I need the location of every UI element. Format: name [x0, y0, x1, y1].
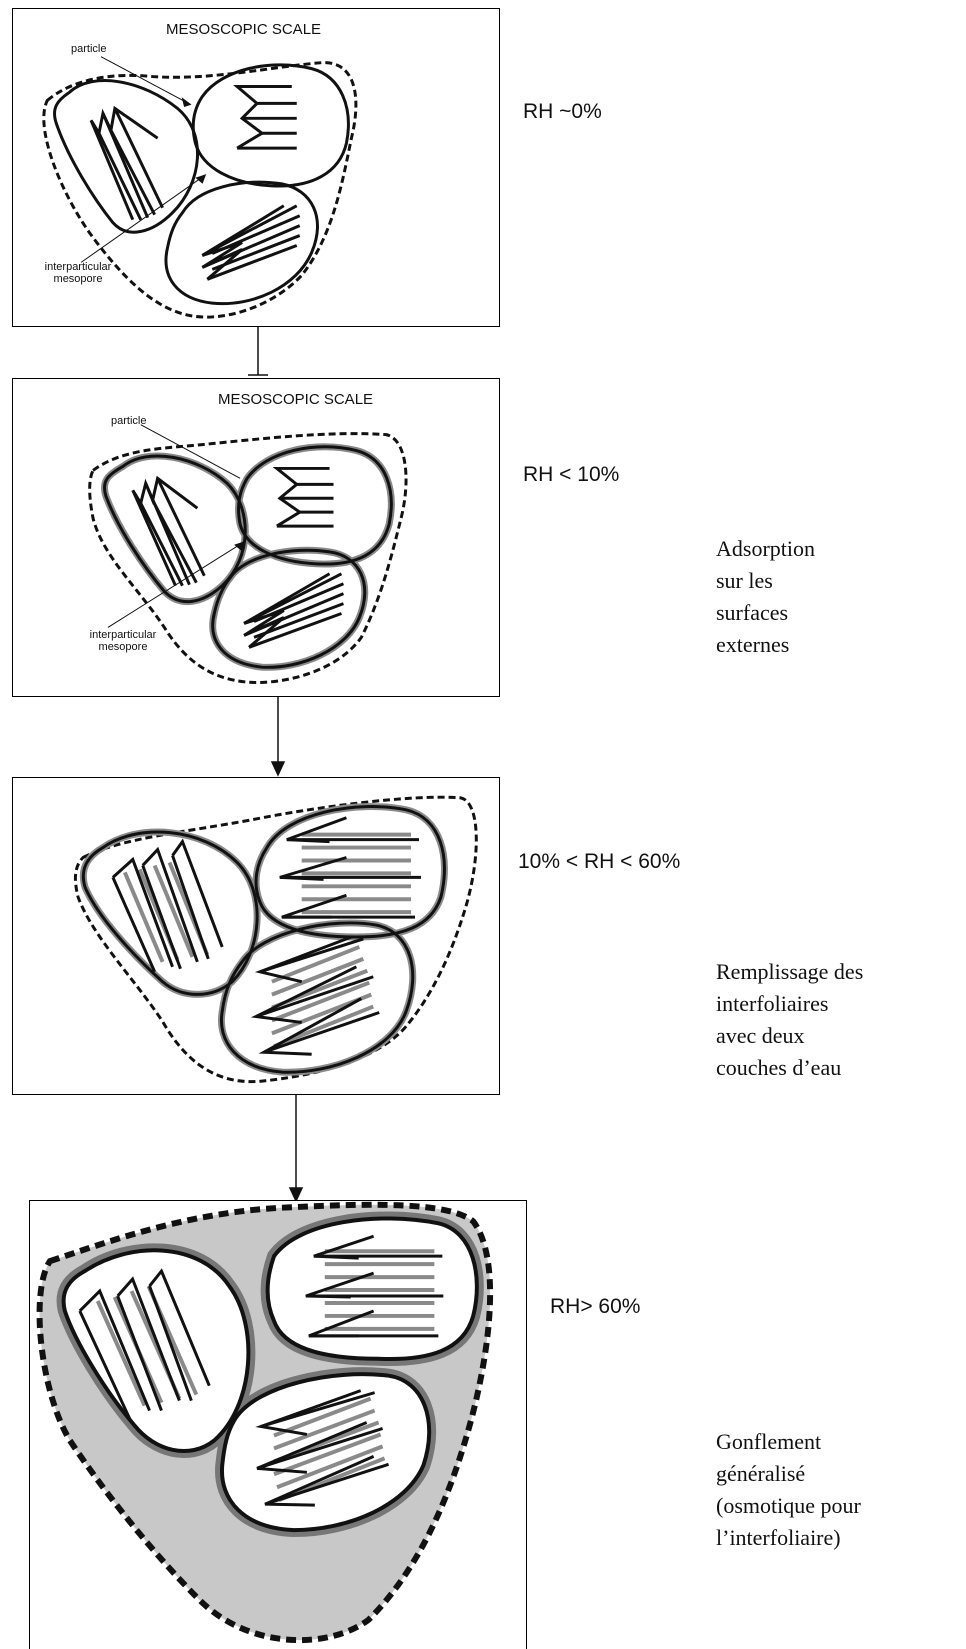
description-stage-3: Remplissage des interfoliaires avec deux… — [716, 956, 863, 1084]
particle-right-top — [193, 65, 348, 186]
stage-3-panel — [12, 777, 500, 1095]
stage-2-panel: MESOSCOPIC SCALE particle interparticula… — [12, 378, 500, 697]
particle-left — [83, 832, 257, 994]
scale-title: MESOSCOPIC SCALE — [166, 21, 321, 38]
particle-label: particle — [111, 415, 146, 427]
scale-title: MESOSCOPIC SCALE — [218, 391, 373, 408]
rh-label-stage-3: 10% < RH < 60% — [518, 850, 680, 874]
rh-label-stage-4: RH> 60% — [550, 1295, 640, 1319]
stage-4-panel — [29, 1200, 527, 1649]
mesopore-label-line2: mesopore — [23, 273, 133, 285]
description-stage-2: Adsorption sur les surfaces externes — [716, 533, 815, 661]
description-stage-4: Gonflement généralisé (osmotique pour l’… — [716, 1426, 861, 1554]
rh-label-stage-1: RH ~0% — [523, 100, 602, 124]
stage-1-panel: MESOSCOPIC SCALE particle interparticula… — [12, 8, 500, 327]
rh-label-stage-2: RH < 10% — [523, 463, 619, 487]
mesopore-label: interparticular mesopore — [23, 261, 133, 285]
mesopore-label-line2: mesopore — [68, 641, 178, 653]
particle-label: particle — [71, 43, 106, 55]
mesopore-label-line1: interparticular — [68, 629, 178, 641]
mesopore-label-line1: interparticular — [23, 261, 133, 273]
stage-3-diagram — [13, 778, 499, 1094]
stage-4-diagram — [30, 1201, 526, 1649]
mesopore-label: interparticular mesopore — [68, 629, 178, 653]
